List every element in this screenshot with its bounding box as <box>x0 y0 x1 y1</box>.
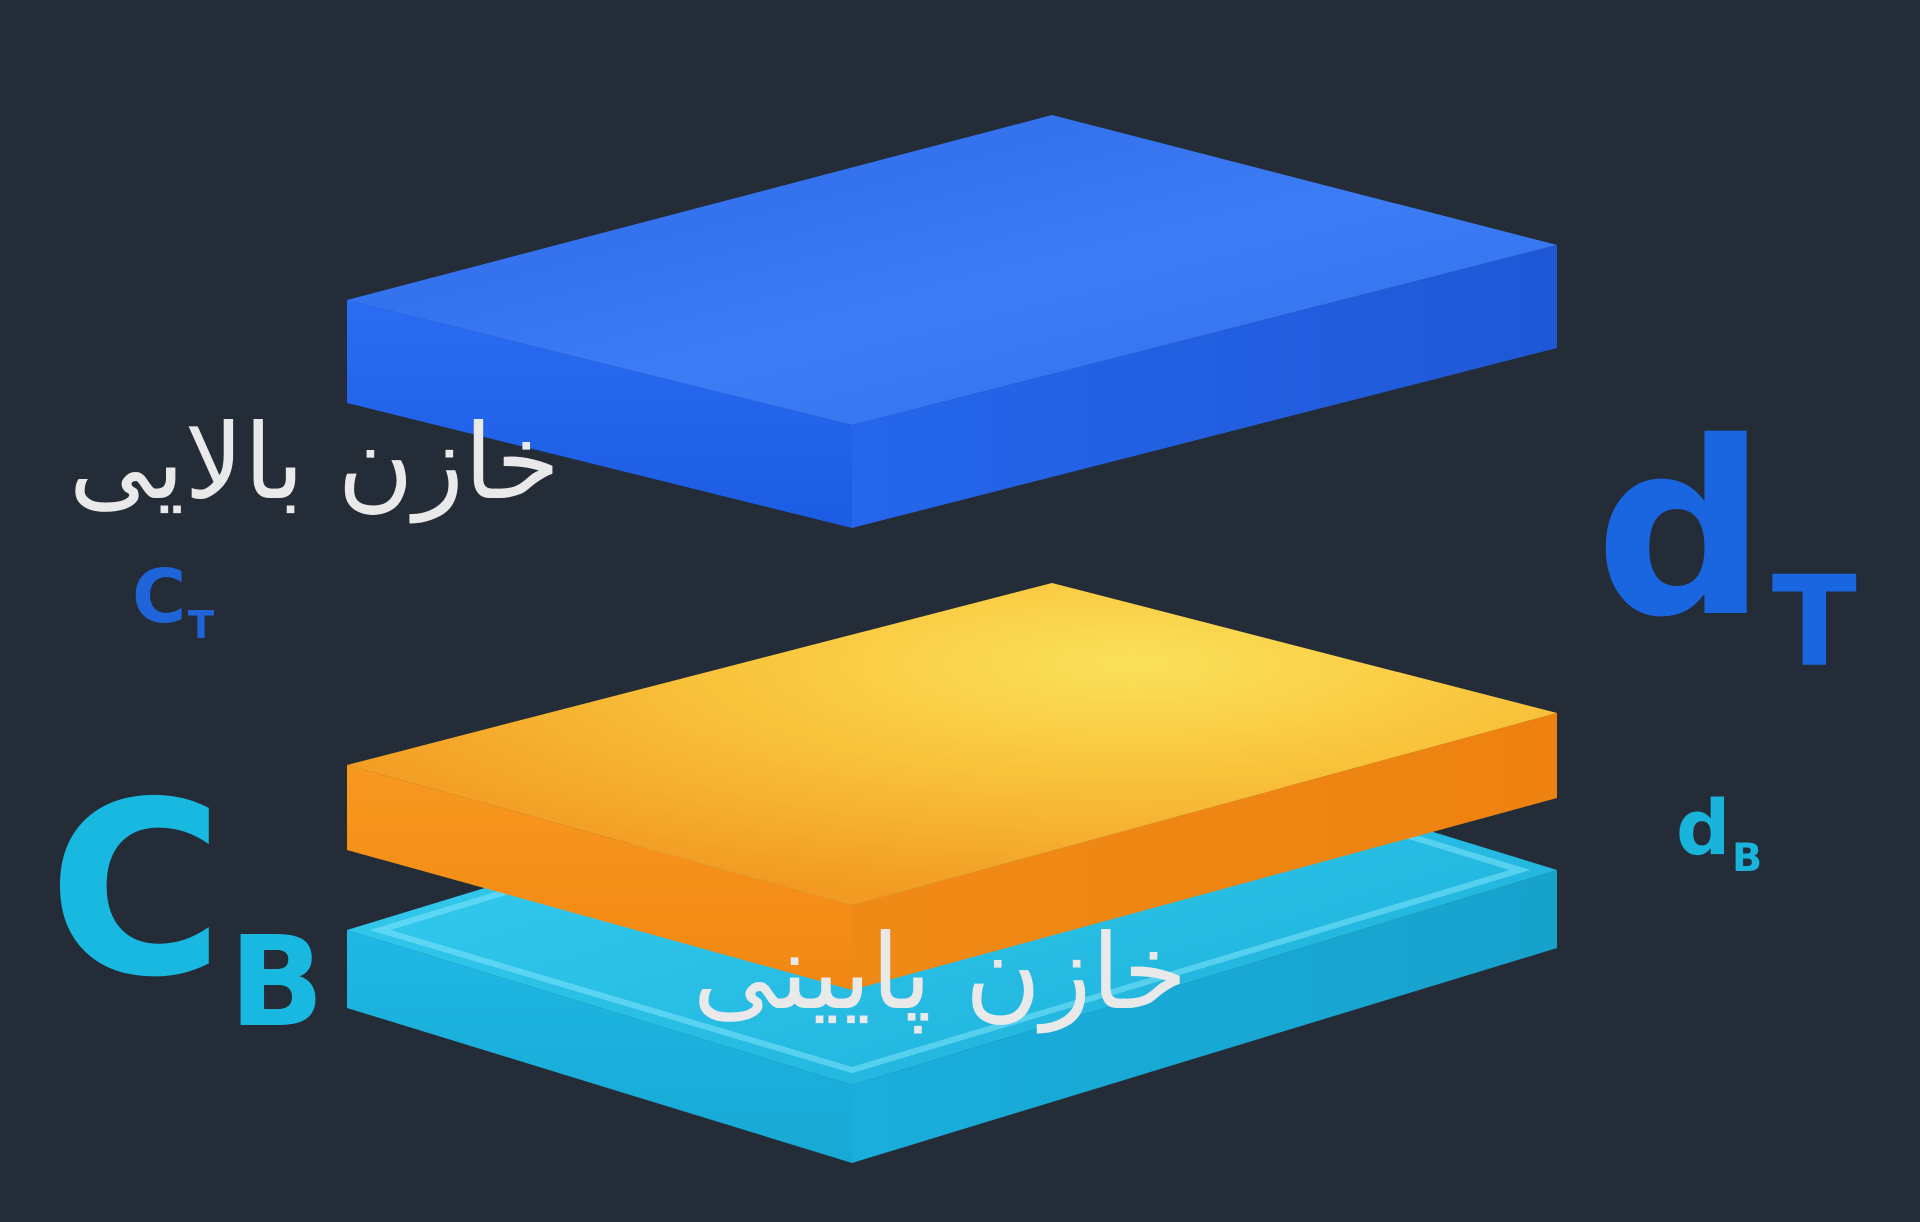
symbol-d-top: dT <box>1595 410 1857 686</box>
symbol-c-top-subscript: T <box>187 603 215 649</box>
symbol-c-top: CT <box>132 560 214 646</box>
bottom-plate-front-left <box>347 930 852 1163</box>
top-capacitor-label: خازن بالایی <box>68 401 560 523</box>
symbol-c-bottom-subscript: B <box>229 910 325 1056</box>
symbol-c-bottom: CB <box>48 770 324 1046</box>
middle-plate <box>347 583 1557 990</box>
symbol-d-top-base: d <box>1595 390 1767 670</box>
middle-plate-front-left <box>347 765 852 990</box>
top-plate <box>347 115 1557 528</box>
middle-plate-front-right <box>852 713 1557 990</box>
top-plate-front-left <box>347 300 852 528</box>
symbol-d-bottom-base: d <box>1676 783 1731 872</box>
bottom-capacitor-label: خازن پایینی <box>692 911 1188 1033</box>
bottom-plate-front-right <box>852 870 1557 1163</box>
symbol-d-bottom-subscript: B <box>1731 834 1763 881</box>
symbol-d-top-subscript: T <box>1771 550 1857 696</box>
symbol-d-bottom: dB <box>1676 790 1762 878</box>
top-plate-top-face <box>347 115 1557 425</box>
middle-plate-top-face <box>347 583 1557 905</box>
symbol-c-bottom-base: C <box>48 750 225 1030</box>
symbol-c-top-base: C <box>132 554 187 640</box>
top-plate-front-right <box>852 245 1557 528</box>
